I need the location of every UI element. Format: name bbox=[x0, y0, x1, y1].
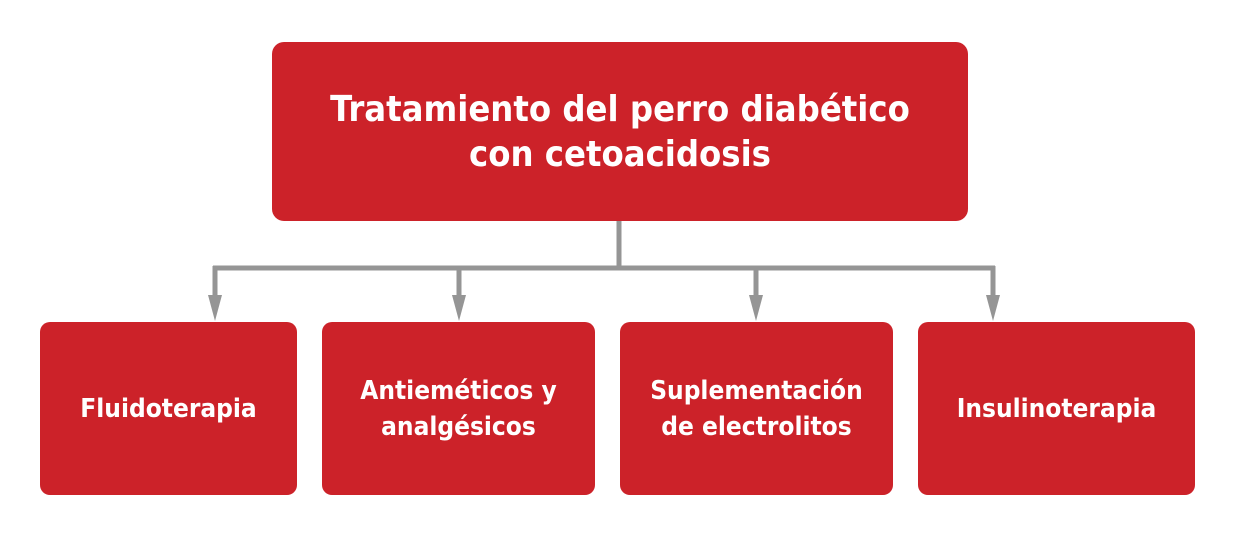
child-node-label: Suplementación de electrolitos bbox=[650, 375, 863, 442]
child-node-electrolitos: Suplementación de electrolitos bbox=[620, 322, 893, 495]
root-node: Tratamiento del perro diabético con ceto… bbox=[272, 42, 968, 221]
child-node-fluidoterapia: Fluidoterapia bbox=[40, 322, 297, 495]
child-node-label: Antieméticos y analgésicos bbox=[360, 375, 557, 442]
root-node-label: Tratamiento del perro diabético con ceto… bbox=[330, 88, 910, 175]
arrow-down-icon bbox=[208, 295, 222, 321]
arrow-down-icon bbox=[986, 295, 1000, 321]
arrow-down-icon bbox=[749, 295, 763, 321]
child-node-insulinoterapia: Insulinoterapia bbox=[918, 322, 1195, 495]
child-node-label: Fluidoterapia bbox=[80, 393, 257, 424]
child-node-antiemeticos: Antieméticos y analgésicos bbox=[322, 322, 595, 495]
arrow-down-icon bbox=[452, 295, 466, 321]
child-node-label: Insulinoterapia bbox=[956, 393, 1157, 424]
